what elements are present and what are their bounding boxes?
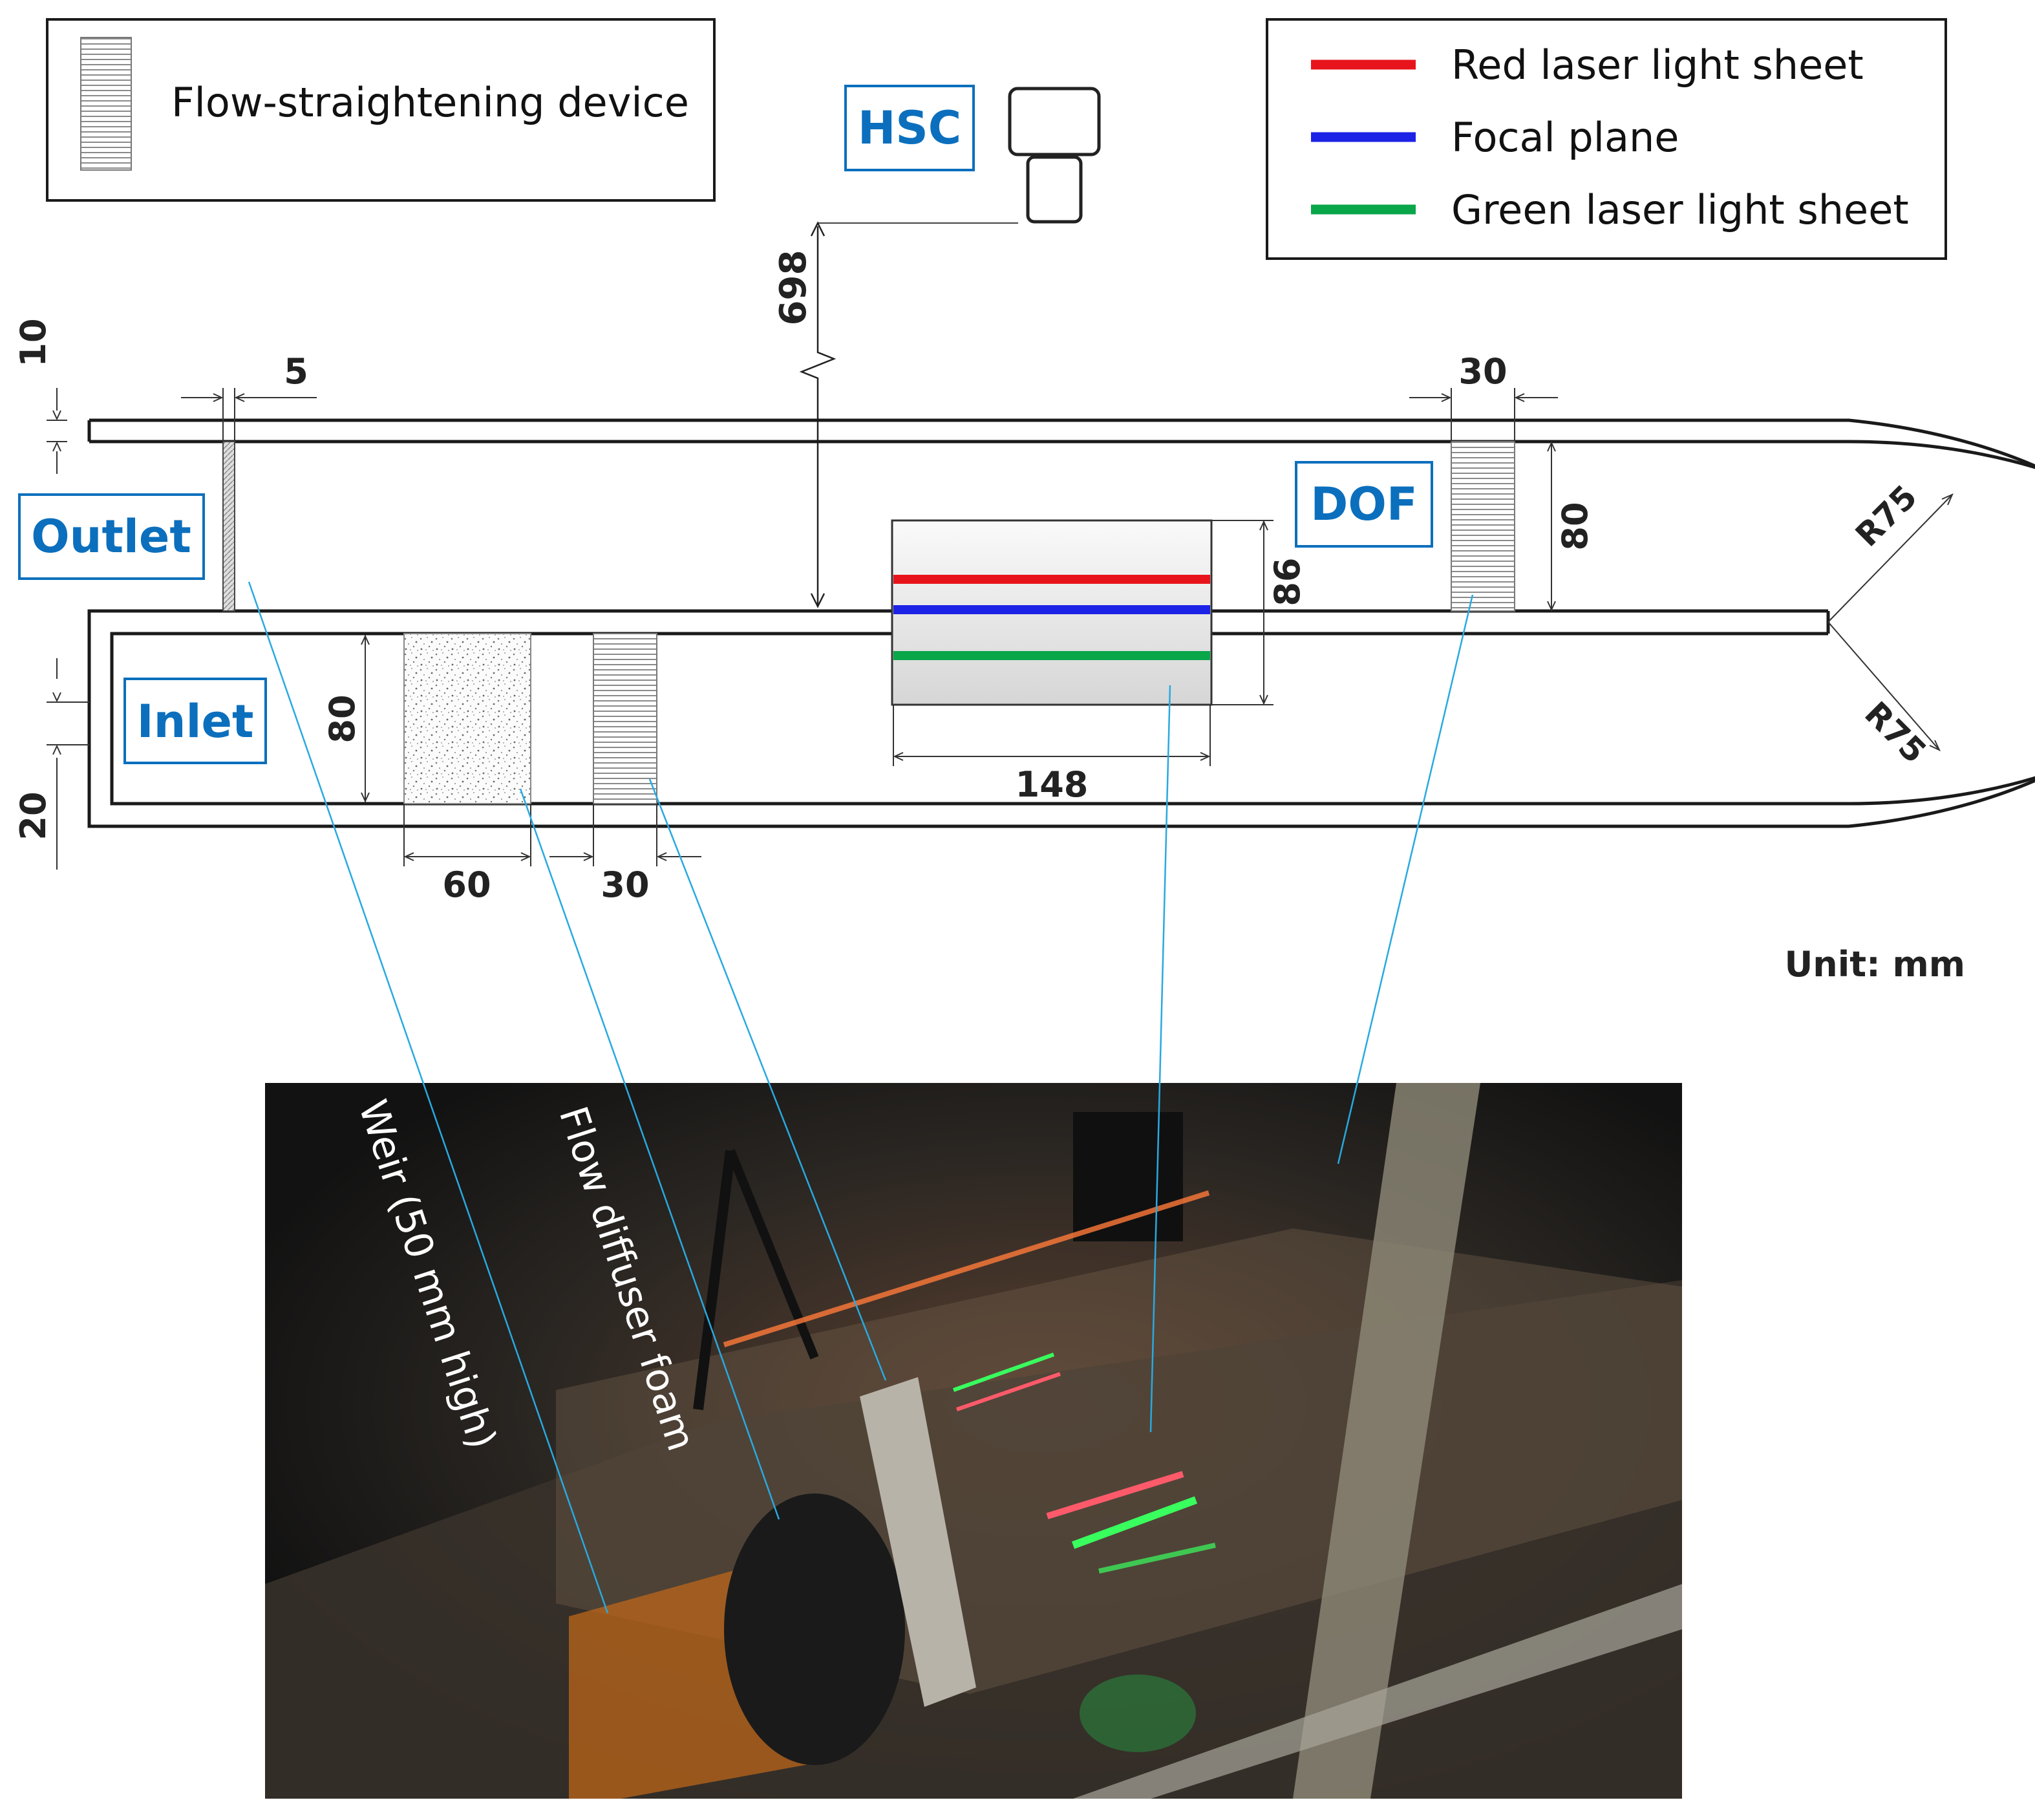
svg-text:Outlet: Outlet [31,510,191,563]
dimension-148 [893,705,1211,766]
legend-flow-straightener: Flow-straightening device [46,18,716,202]
r75-bottom-label: R75 [1857,694,1933,770]
hsc-label: HSC [844,85,975,171]
dimension-20-label: 20 [13,791,54,840]
dimension-148-label: 148 [1016,764,1089,805]
dimension-80-right [1547,441,1556,612]
unit-label: Unit: mm [1784,944,1965,985]
dimension-86 [1211,520,1273,705]
dimension-5 [181,388,317,442]
svg-text:DOF: DOF [1310,478,1417,531]
legend-laser-planes: Red laser light sheet Focal plane Green … [1266,18,1947,260]
flume-outline [87,418,2035,828]
dimension-698: 698 [772,221,1018,608]
camera-icon [1008,87,1101,224]
leader-lines [248,581,1474,1614]
dimension-60-label: 60 [442,864,491,905]
radius-75 [1827,493,1954,752]
experiment-photo [265,1083,1682,1799]
dimension-30-top-label: 30 [1458,351,1507,392]
flow-straightener-outlet [1451,441,1515,612]
svg-text:Inlet: Inlet [137,695,254,748]
dimension-80-left [361,634,370,803]
inlet-label: Inlet [123,678,267,764]
dimension-10 [47,388,67,474]
flow-straightener-inlet [593,633,657,804]
legend-red-label: Red laser light sheet [1451,41,1864,89]
dimension-80-right-label: 80 [1555,502,1595,550]
outlet-label: Outlet [18,493,205,580]
dimension-86-label: 86 [1267,557,1308,606]
svg-text:698: 698 [772,250,815,326]
measurement-window [891,519,1213,706]
dimension-30-bottom-label: 30 [601,864,649,905]
dof-label: DOF [1295,461,1433,548]
dimension-60 [403,804,531,866]
flow-straightener-swatch-icon [80,37,132,171]
dimension-5-label: 5 [284,351,308,392]
legend-blue-label: Focal plane [1451,114,1679,161]
legend-flow-straightener-label: Flow-straightening device [171,79,689,126]
dimension-30-top [1409,388,1558,442]
diffuser-foam [403,633,531,804]
dimension-30-bottom [549,804,701,866]
legend-green-label: Green laser light sheet [1451,186,1909,233]
dimension-20 [47,658,89,870]
r75-top-label: R75 [1848,478,1924,553]
dimension-10-label: 10 [13,318,54,367]
weir [222,441,235,612]
dimension-80-left-label: 80 [322,694,363,743]
svg-text:HSC: HSC [858,102,961,155]
